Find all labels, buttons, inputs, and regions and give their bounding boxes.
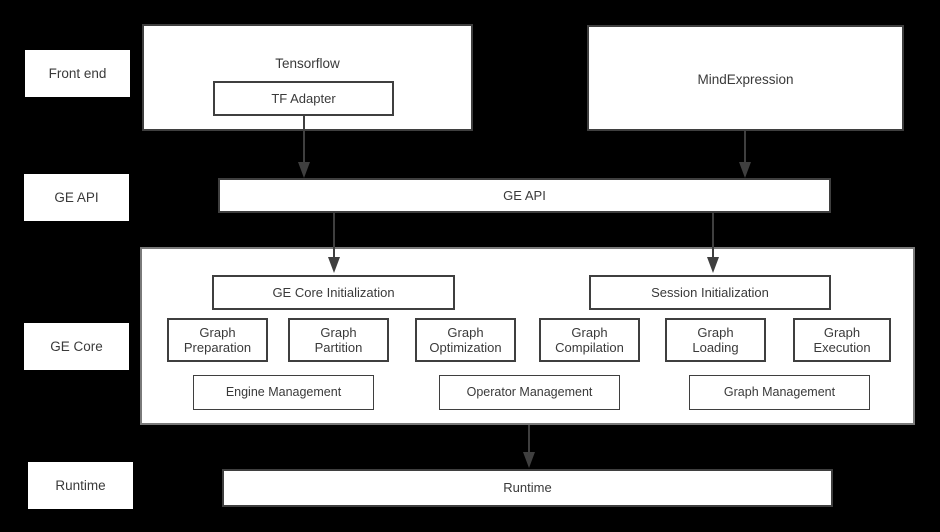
- module-operator-management[interactable]: Operator Management: [439, 375, 620, 410]
- tier-label-runtime: Runtime: [28, 462, 133, 509]
- module-engine-management-label: Engine Management: [225, 385, 342, 400]
- runtime-bar[interactable]: Runtime: [222, 469, 833, 507]
- arrow-ge-api-to-ge-core-initialization: [325, 212, 343, 275]
- module-graph-partition[interactable]: Graph Partition: [288, 318, 389, 362]
- session-initialization-box[interactable]: Session Initialization: [589, 275, 831, 310]
- module-graph-optimization-label: Graph Optimization: [429, 324, 502, 355]
- tier-label-front-end: Front end: [25, 50, 130, 97]
- module-engine-management[interactable]: Engine Management: [193, 375, 374, 410]
- module-graph-loading[interactable]: Graph Loading: [665, 318, 766, 362]
- module-graph-execution[interactable]: Graph Execution: [793, 318, 891, 362]
- tensorflow-title: Tensorflow: [275, 56, 340, 71]
- arrow-tf-adapter-to-ge-api: [295, 116, 313, 180]
- arrow-ge-api-to-session-initialization: [704, 212, 722, 275]
- module-graph-loading-label: Graph Loading: [692, 324, 739, 355]
- module-graph-management[interactable]: Graph Management: [689, 375, 870, 410]
- tier-label-front-end-text: Front end: [48, 65, 107, 81]
- ge-core-initialization-box[interactable]: GE Core Initialization: [212, 275, 455, 310]
- tf-adapter-box[interactable]: TF Adapter: [213, 81, 394, 116]
- runtime-label: Runtime: [503, 480, 552, 496]
- module-graph-preparation[interactable]: Graph Preparation: [167, 318, 268, 362]
- tf-adapter-label: TF Adapter: [271, 90, 336, 106]
- module-graph-optimization[interactable]: Graph Optimization: [415, 318, 516, 362]
- module-graph-compilation[interactable]: Graph Compilation: [539, 318, 640, 362]
- module-graph-partition-label: Graph Partition: [314, 324, 363, 355]
- mindexpression-title: MindExpression: [697, 72, 794, 87]
- arrow-ge-core-to-runtime: [520, 425, 538, 470]
- ge-api-label: GE API: [503, 187, 546, 203]
- module-operator-management-label: Operator Management: [466, 385, 593, 400]
- tier-label-ge-api-text: GE API: [54, 189, 99, 205]
- arrow-mindexpression-to-ge-api: [736, 131, 754, 180]
- module-graph-compilation-label: Graph Compilation: [555, 324, 624, 355]
- module-graph-execution-label: Graph Execution: [813, 324, 871, 355]
- module-graph-management-label: Graph Management: [723, 385, 836, 400]
- mindexpression-container: MindExpression: [587, 25, 904, 131]
- session-initialization-label: Session Initialization: [651, 284, 769, 300]
- tier-label-ge-api: GE API: [24, 174, 129, 221]
- ge-core-initialization-label: GE Core Initialization: [272, 284, 395, 300]
- tier-label-ge-core: GE Core: [24, 323, 129, 370]
- module-graph-preparation-label: Graph Preparation: [183, 324, 252, 355]
- tier-label-runtime-text: Runtime: [55, 477, 106, 493]
- ge-api-bar[interactable]: GE API: [218, 178, 831, 213]
- tier-label-ge-core-text: GE Core: [50, 338, 103, 354]
